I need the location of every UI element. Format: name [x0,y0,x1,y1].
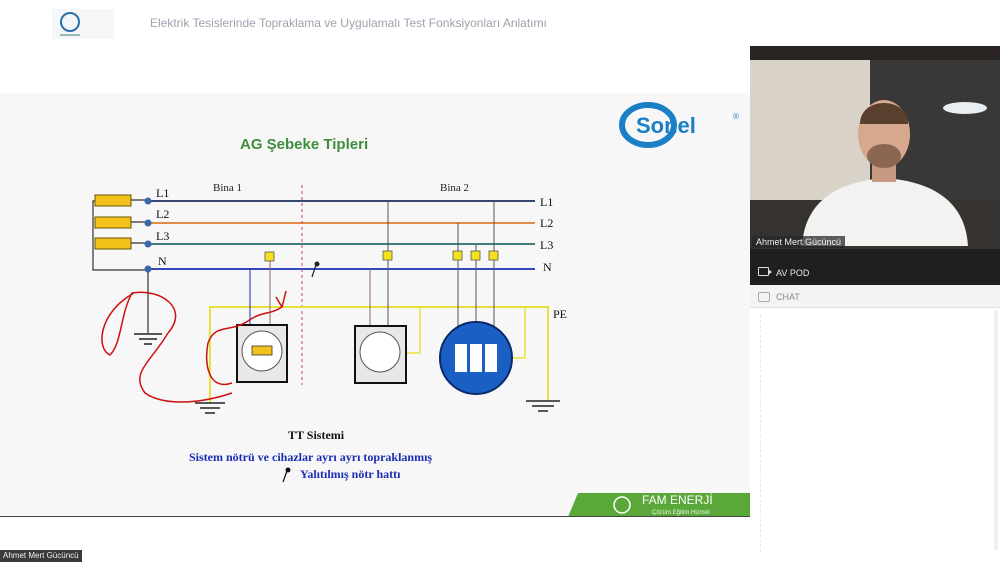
presenter-video [750,46,1000,249]
fuse-3c [488,250,499,261]
sonel-logo-text: Sonel [636,113,696,138]
av-pod-bar[interactable] [750,249,1000,285]
slide-diagram: Sonel ® AG Şebeke Tipleri Bina 1 Bina 2 … [92,102,750,517]
left-label-l3: L3 [156,229,169,243]
left-label-l1: L1 [156,186,169,200]
sonel-registered-mark: ® [733,112,739,121]
system-title: TT Sistemi [288,428,345,442]
insulated-neutral-marker [311,264,317,278]
pe-ground-icon [526,400,560,412]
pe-line [209,306,549,403]
fuse-3b [470,250,481,261]
handwritten-arrow [275,290,287,308]
transformer-winding-2 [94,216,132,229]
node-n [144,265,152,273]
node-l3 [144,240,152,248]
left-label-l2: L2 [156,207,169,221]
right-label-l3: L3 [540,238,553,252]
system-description: Sistem nötrü ve cihazlar ayrı ayrı topra… [189,450,432,464]
legend-marker [282,470,288,483]
right-label-n: N [543,260,552,274]
fuse-2 [382,250,393,261]
fam-enerji-tagline: Çözüm Eğitim Hizmet [652,510,710,516]
chat-messages-area[interactable] [760,315,997,552]
org-logo-icon [60,12,80,32]
speaker-tag: Ahmet Mert Gücüncü [0,550,82,562]
presentation-slide: Sonel ® AG Şebeke Tipleri Bina 1 Bina 2 … [0,93,750,517]
handwritten-annotation-1 [101,291,233,403]
chat-icon [758,292,770,302]
legend-text: Yalıtılmış nötr hattı [300,467,401,481]
chat-scrollbar[interactable] [994,310,998,550]
chat-label: CHAT [776,292,800,302]
fuse-3a [452,250,463,261]
sonel-logo: Sonel ® [619,102,739,148]
source-ground-icon [134,333,162,345]
right-label-l2: L2 [540,216,553,230]
slide-bottom-border [0,516,750,517]
building-1-label: Bina 1 [213,182,242,194]
fam-enerji-logo-icon [613,496,631,514]
transformer-star-link [92,200,148,271]
handwritten-annotation-2 [205,306,283,386]
slide-heading: AG Şebeke Tipleri [240,136,368,153]
fuse-1 [264,251,275,262]
presenter-name-tag: Ahmet Mert Gücüncü [752,236,846,248]
pe-label: PE [553,307,567,321]
transformer-winding-1 [94,194,132,207]
left-label-n: N [158,254,167,268]
building1-ground-icon [195,402,225,414]
right-label-l1: L1 [540,195,553,209]
fam-enerji-name: FAM ENERJİ [642,493,713,507]
transformer-winding-3 [94,237,132,250]
org-logo-underline [60,34,80,36]
fam-enerji-banner [568,493,750,517]
session-title: Elektrik Tesislerinde Topraklama ve Uygu… [150,16,547,30]
chat-header[interactable] [750,285,1000,308]
av-pod-label: AV POD [776,268,810,278]
building-2-label: Bina 2 [440,182,469,194]
node-l1 [144,197,152,205]
node-l2 [144,219,152,227]
camera-icon [758,267,772,276]
